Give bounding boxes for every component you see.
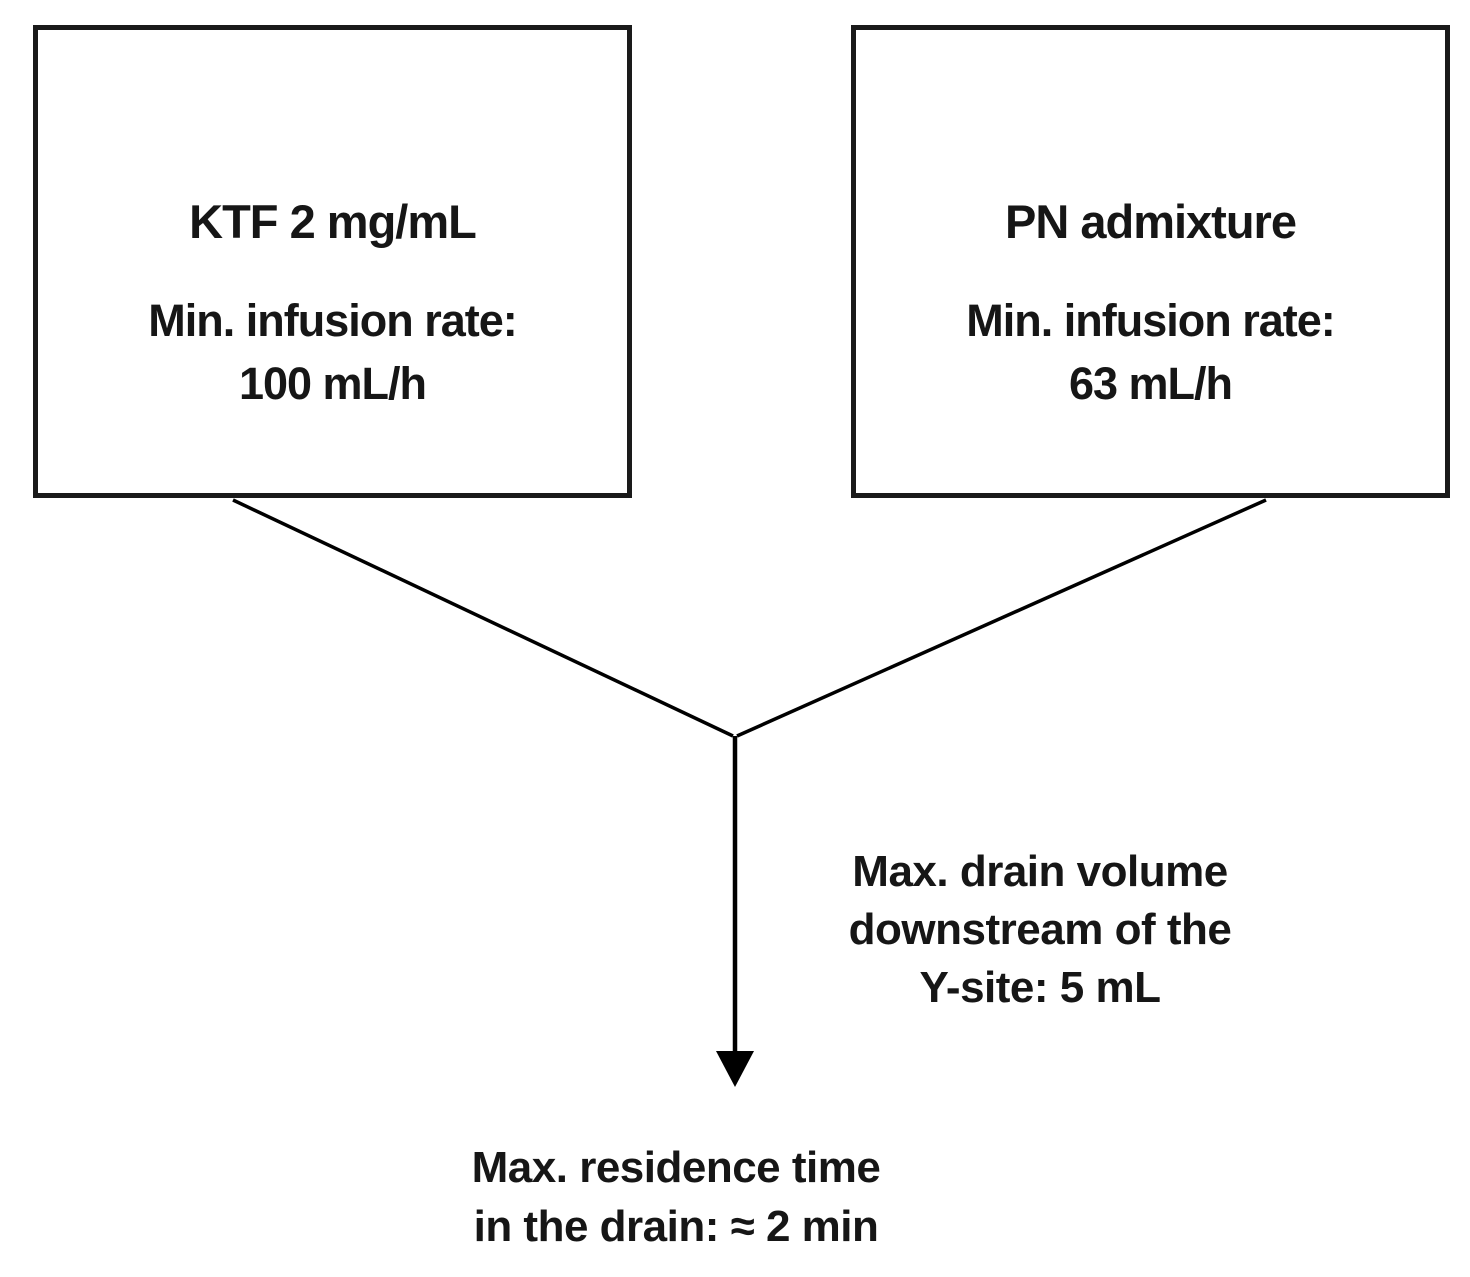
ktf-box-title: KTF 2 mg/mL bbox=[189, 194, 477, 248]
pn-to-ysite-line bbox=[736, 498, 1267, 738]
ktf-rate-value: 100 mL/h bbox=[238, 357, 427, 409]
drain-volume-note: Max. drain volume downstream of the Y-si… bbox=[849, 843, 1232, 1017]
residence-time-note-line2: in the drain: ≈ 2 min bbox=[473, 1202, 879, 1251]
residence-time-note-line1: Max. residence time bbox=[471, 1143, 881, 1192]
pn-box-title: PN admixture bbox=[1005, 194, 1297, 248]
ktf-box: KTF 2 mg/mL Min. infusion rate: 100 mL/h bbox=[33, 25, 632, 498]
down-arrowhead-icon bbox=[716, 1051, 754, 1087]
ktf-to-ysite-line bbox=[232, 498, 734, 738]
residence-time-note: Max. residence time in the drain: ≈ 2 mi… bbox=[472, 1138, 881, 1256]
pn-rate-label: Min. infusion rate: bbox=[966, 294, 1335, 346]
pn-rate-value: 63 mL/h bbox=[1068, 357, 1233, 409]
drain-volume-note-line1: Max. drain volume bbox=[852, 847, 1228, 896]
drain-volume-note-line2: downstream of the bbox=[848, 905, 1232, 954]
pn-box: PN admixture Min. infusion rate: 63 mL/h bbox=[851, 25, 1450, 498]
drain-volume-note-line3: Y-site: 5 mL bbox=[919, 963, 1161, 1012]
ktf-rate-label: Min. infusion rate: bbox=[148, 294, 517, 346]
